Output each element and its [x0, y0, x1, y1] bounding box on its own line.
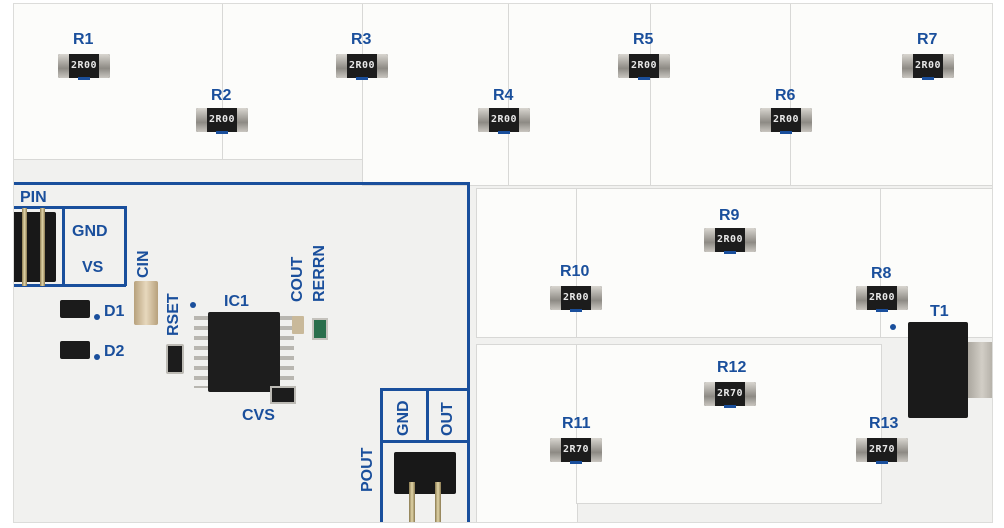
r3-code: 2R00 [348, 60, 376, 71]
resistor-r8: 2R00 [856, 286, 908, 312]
copper-region [14, 4, 224, 160]
label-pout-gnd: GND [395, 400, 412, 436]
pcb-board: PIN GND VS CIN D1 D2 RSET IC1 COUT RERRN… [13, 3, 993, 523]
pout-box [426, 388, 429, 442]
r1-code: 2R00 [70, 60, 98, 71]
pout-header[interactable] [394, 452, 456, 522]
label-r3: R3 [351, 31, 372, 48]
r4-code: 2R00 [490, 114, 518, 125]
resistor-rerrn [312, 318, 328, 340]
silkscreen-outline [14, 182, 470, 185]
label-r2: R2 [211, 87, 232, 104]
r13-code: 2R70 [868, 444, 896, 455]
copper-region [508, 4, 652, 186]
label-pin-gnd: GND [72, 223, 108, 240]
copper-region [790, 4, 992, 186]
chip-ic1 [208, 312, 280, 392]
r7-code: 2R00 [914, 60, 942, 71]
r9-code: 2R00 [716, 234, 744, 245]
pin-box [124, 206, 127, 286]
label-pout-out: OUT [439, 402, 456, 436]
resistor-r13: 2R70 [856, 438, 908, 464]
ic1-pins-left [194, 316, 208, 388]
resistor-r11: 2R70 [550, 438, 602, 464]
capacitor-cout [292, 316, 304, 334]
resistor-r12: 2R70 [704, 382, 756, 408]
copper-region [650, 4, 792, 186]
label-cin: CIN [135, 250, 152, 278]
t1-pin1-dot [890, 324, 896, 330]
label-r7: R7 [917, 31, 938, 48]
pout-box [380, 388, 470, 391]
diode-d2 [60, 341, 90, 359]
d2-dot [94, 354, 100, 360]
copper-region [576, 344, 882, 504]
resistor-r3: 2R00 [336, 54, 388, 80]
label-r11: R11 [562, 415, 591, 432]
label-r9: R9 [719, 207, 740, 224]
capacitor-cvs [270, 386, 296, 404]
r6-code: 2R00 [772, 114, 800, 125]
ic1-pins-right [280, 316, 294, 388]
resistor-rset [166, 344, 184, 374]
transistor-t1 [908, 322, 968, 418]
resistor-r7: 2R00 [902, 54, 954, 80]
ic1-pin1-dot [190, 302, 196, 308]
resistor-r6: 2R00 [760, 108, 812, 134]
label-d1: D1 [104, 303, 125, 320]
header-pin [22, 208, 27, 286]
pin-box [14, 206, 126, 209]
resistor-r9: 2R00 [704, 228, 756, 254]
label-pout: POUT [359, 447, 376, 492]
resistor-r2: 2R00 [196, 108, 248, 134]
copper-region [880, 188, 992, 338]
pout-box [380, 440, 470, 443]
pin-header[interactable] [14, 208, 56, 286]
label-r4: R4 [493, 87, 514, 104]
capacitor-cin [134, 281, 158, 325]
label-r6: R6 [775, 87, 796, 104]
diode-d1 [60, 300, 90, 318]
label-rset: RSET [165, 293, 182, 336]
label-cvs: CVS [242, 407, 275, 424]
label-pin-vs: VS [82, 259, 104, 276]
r8-code: 2R00 [868, 292, 896, 303]
r5-code: 2R00 [630, 60, 658, 71]
label-r8: R8 [871, 265, 892, 282]
label-cout: COUT [289, 256, 306, 302]
copper-region [362, 4, 510, 186]
label-r12: R12 [717, 359, 747, 376]
resistor-r5: 2R00 [618, 54, 670, 80]
pout-box [380, 388, 383, 522]
label-r5: R5 [633, 31, 654, 48]
copper-region [576, 188, 882, 338]
r10-code: 2R00 [562, 292, 590, 303]
resistor-r4: 2R00 [478, 108, 530, 134]
resistor-r1: 2R00 [58, 54, 110, 80]
label-ic1: IC1 [224, 293, 249, 310]
label-pin: PIN [20, 189, 47, 206]
label-t1: T1 [930, 303, 949, 320]
silkscreen-outline [467, 182, 470, 522]
label-r1: R1 [73, 31, 94, 48]
header-pin [435, 482, 441, 522]
r12-code: 2R70 [716, 388, 744, 399]
pin-box [62, 206, 65, 286]
label-r13: R13 [869, 415, 899, 432]
header-pin [40, 208, 45, 286]
label-d2: D2 [104, 343, 125, 360]
copper-region [476, 188, 578, 338]
resistor-r10: 2R00 [550, 286, 602, 312]
header-pin [409, 482, 415, 522]
label-rerrn: RERRN [311, 245, 328, 302]
label-r10: R10 [560, 263, 590, 280]
copper-region [476, 344, 578, 522]
copper-region [222, 4, 364, 160]
r11-code: 2R70 [562, 444, 590, 455]
r2-code: 2R00 [208, 114, 236, 125]
d1-dot [94, 314, 100, 320]
pin-box [14, 284, 126, 287]
